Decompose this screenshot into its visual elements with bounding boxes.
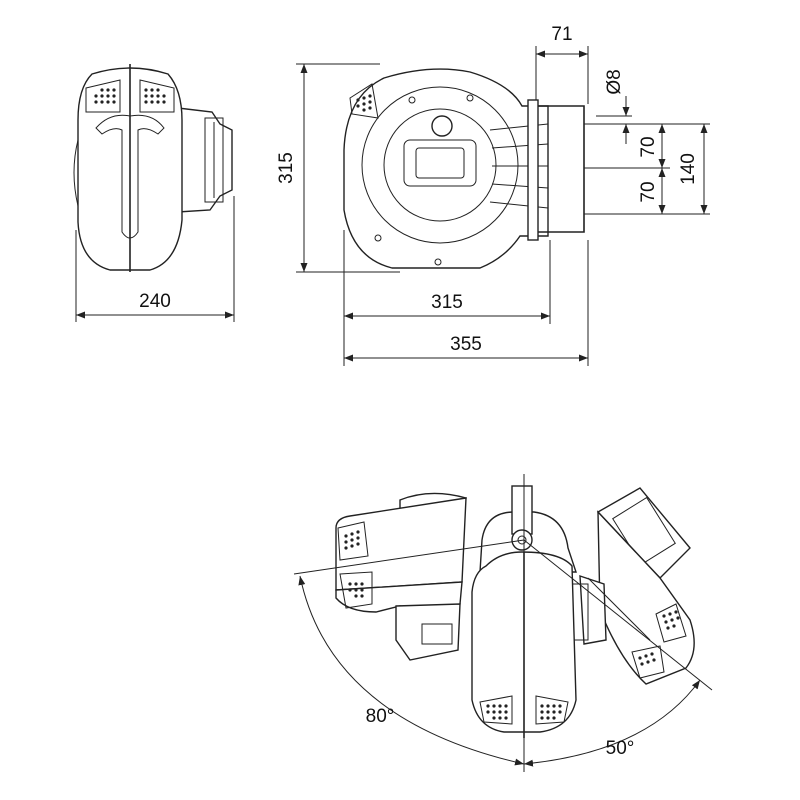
dim-front-height: 315 bbox=[276, 152, 297, 184]
swivel-right-angle: 50° bbox=[606, 738, 635, 759]
dim-side-width: 240 bbox=[139, 291, 171, 312]
swivel-view: 80° 50° bbox=[293, 474, 713, 772]
swivel-right-position bbox=[596, 487, 695, 685]
swivel-left-position bbox=[335, 492, 467, 661]
dim-hole-spacing-total: 140 bbox=[678, 153, 699, 185]
dim-hole-spacing-upper: 70 bbox=[638, 136, 659, 157]
dim-overall-width: 355 bbox=[450, 334, 482, 355]
dim-bracket-depth: 71 bbox=[551, 24, 572, 45]
front-view: 315 315 355 71 Ø8 70 70 140 bbox=[276, 24, 710, 366]
dim-hole-spacing-lower: 70 bbox=[638, 181, 659, 202]
swivel-left-angle: 80° bbox=[366, 706, 395, 727]
side-view: 240 bbox=[73, 64, 235, 322]
dim-front-width: 315 bbox=[431, 292, 463, 313]
dim-hole-diameter: Ø8 bbox=[604, 69, 625, 94]
